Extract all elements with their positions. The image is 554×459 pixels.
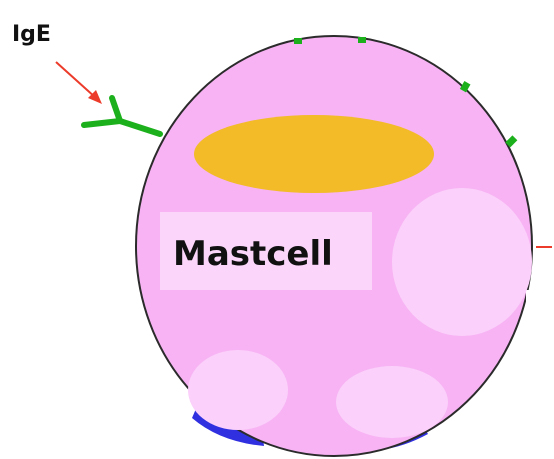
cell-label: Mastcell [173,234,333,274]
nucleus [194,115,434,193]
pointer-arrow [56,62,102,104]
pale-granule-bottom-right [336,366,448,438]
receptor-mark [358,37,366,43]
pale-granule-right [392,188,532,336]
ige-label: IgE [12,22,51,47]
receptor-mark [294,38,302,44]
cell-gap-right [526,290,554,370]
ige-antibody-icon [84,98,160,134]
pale-granule-bottom-left [188,350,288,430]
cell-gap-top-right [520,40,554,150]
